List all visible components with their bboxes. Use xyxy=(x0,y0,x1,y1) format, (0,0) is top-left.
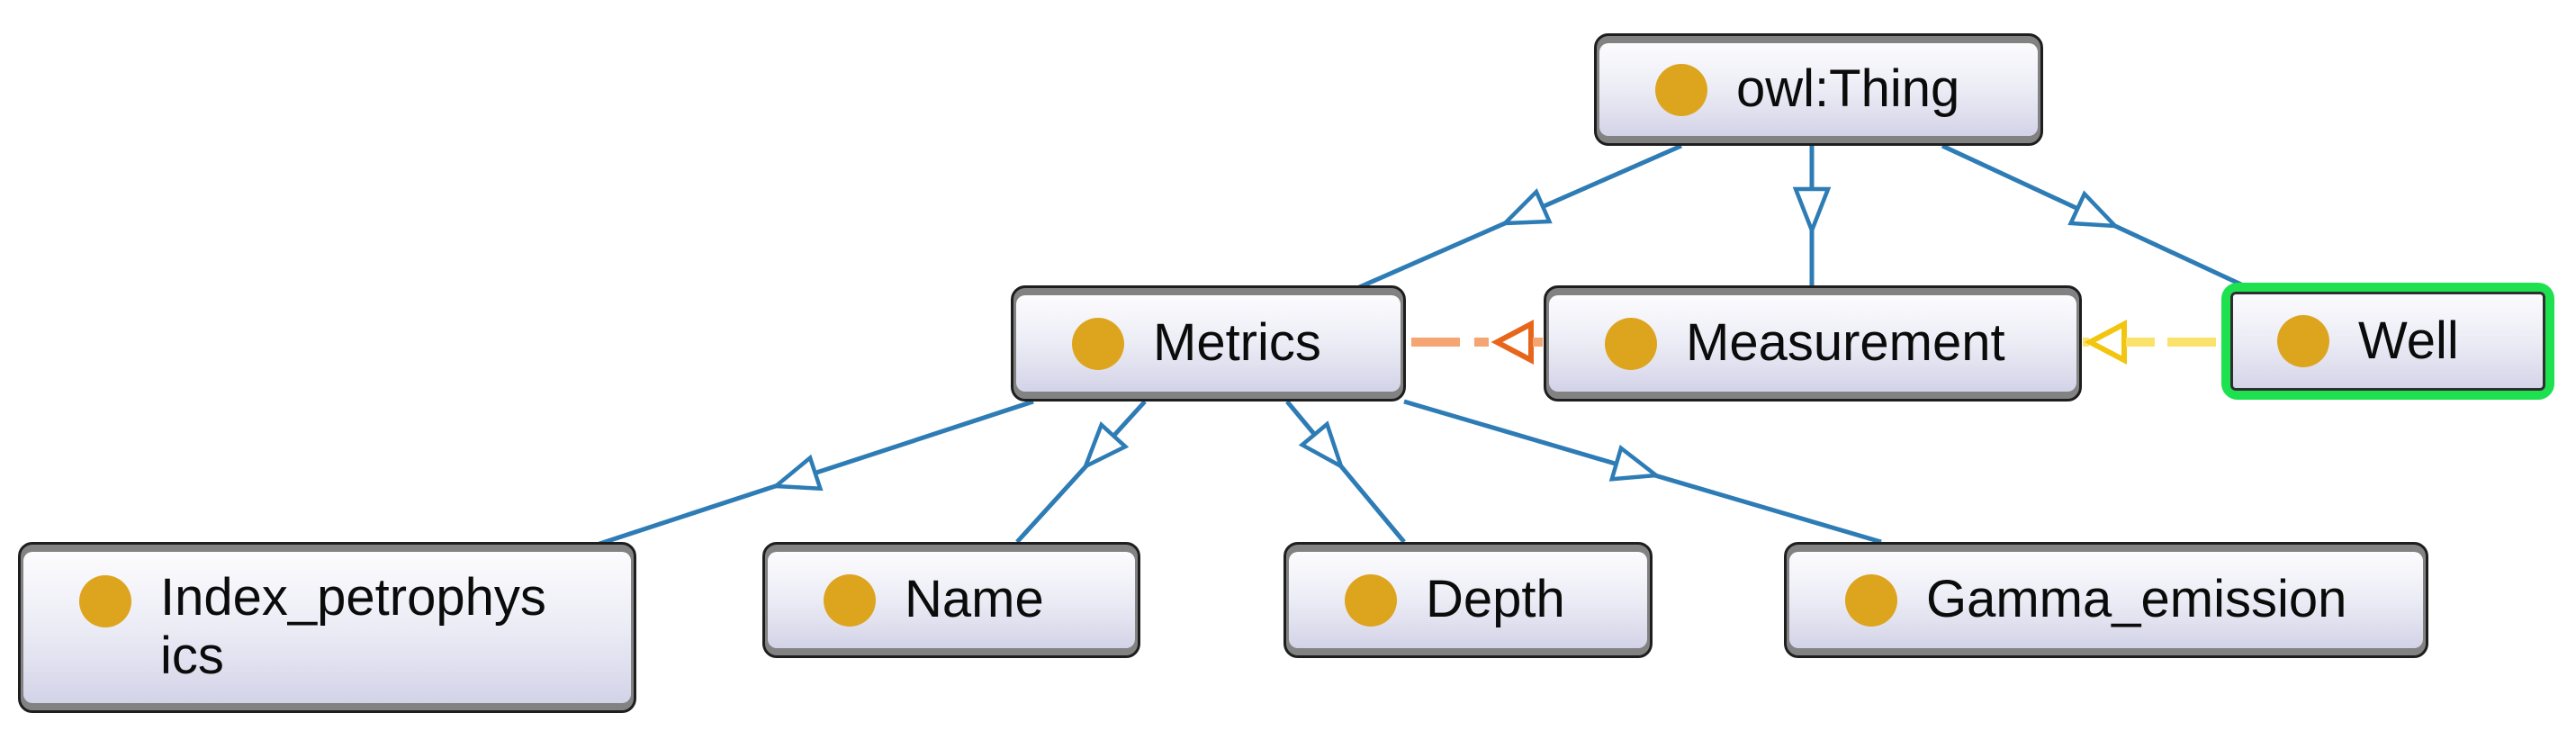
class-node-body: Measurement xyxy=(1549,295,2076,392)
class-icon xyxy=(1845,573,1897,627)
property-arrowhead-icon xyxy=(1491,320,1534,365)
class-node-owl-thing[interactable]: owl:Thing xyxy=(1594,33,2043,146)
subclass-arrowhead-icon xyxy=(770,454,824,492)
class-node-body: owl:Thing xyxy=(1599,43,2038,136)
subclass-arrowhead-icon xyxy=(1081,420,1130,471)
edge-subclass-thing-measurement[interactable] xyxy=(1792,146,1832,285)
class-node-measurement[interactable]: Measurement xyxy=(1544,285,2082,402)
class-node-metrics[interactable]: Metrics xyxy=(1011,285,1406,402)
class-node-well-selected[interactable]: Well xyxy=(2221,283,2554,400)
class-label: Index_petrophys ics xyxy=(160,568,546,685)
class-label: Well xyxy=(2358,311,2459,370)
class-label: Measurement xyxy=(1686,313,2005,373)
class-icon xyxy=(1655,63,1707,116)
edge-property-measurement-metrics[interactable] xyxy=(1411,320,1543,365)
edge-subclass-thing-well[interactable] xyxy=(1941,143,2243,287)
class-node-depth[interactable]: Depth xyxy=(1283,542,1653,658)
class-icon xyxy=(1605,317,1657,370)
class-icon xyxy=(824,573,876,627)
class-node-body: Name xyxy=(768,552,1135,648)
class-label: Metrics xyxy=(1153,313,1321,373)
subclass-arrowhead-icon xyxy=(1500,188,1553,226)
edge-subclass-metrics-depth[interactable] xyxy=(1285,400,1406,544)
class-label: Depth xyxy=(1426,570,1565,629)
class-label: owl:Thing xyxy=(1736,59,1960,119)
edge-property-well-measurement[interactable] xyxy=(2083,320,2216,365)
class-node-body: Gamma_emission xyxy=(1789,552,2423,648)
class-label: Name xyxy=(905,570,1044,629)
edge-subclass-thing-metrics[interactable] xyxy=(1356,143,1683,291)
class-icon xyxy=(1072,317,1124,370)
class-icon xyxy=(79,575,131,627)
subclass-arrowhead-icon xyxy=(1608,444,1662,482)
subclass-arrowhead-icon xyxy=(1298,420,1345,471)
edge-subclass-metrics-gamma[interactable] xyxy=(1403,399,1882,545)
subclass-arrowhead-icon xyxy=(2067,190,2121,229)
class-icon xyxy=(1345,573,1397,627)
class-label: Gamma_emission xyxy=(1926,570,2347,629)
class-icon xyxy=(2277,315,2329,367)
class-node-body: Well xyxy=(2230,292,2545,391)
class-node-index-petrophysics[interactable]: Index_petrophys ics xyxy=(18,542,636,713)
edge-subclass-metrics-index[interactable] xyxy=(593,399,1034,548)
subclass-arrowhead-icon xyxy=(1792,186,1832,237)
class-node-gamma-emission[interactable]: Gamma_emission xyxy=(1784,542,2428,658)
edge-subclass-metrics-name[interactable] xyxy=(1015,400,1147,544)
class-node-body: Metrics xyxy=(1016,295,1401,392)
class-node-name[interactable]: Name xyxy=(762,542,1140,658)
property-arrowhead-icon xyxy=(2084,320,2127,365)
class-node-body: Index_petrophys ics xyxy=(23,552,631,703)
class-node-body: Depth xyxy=(1289,552,1647,648)
